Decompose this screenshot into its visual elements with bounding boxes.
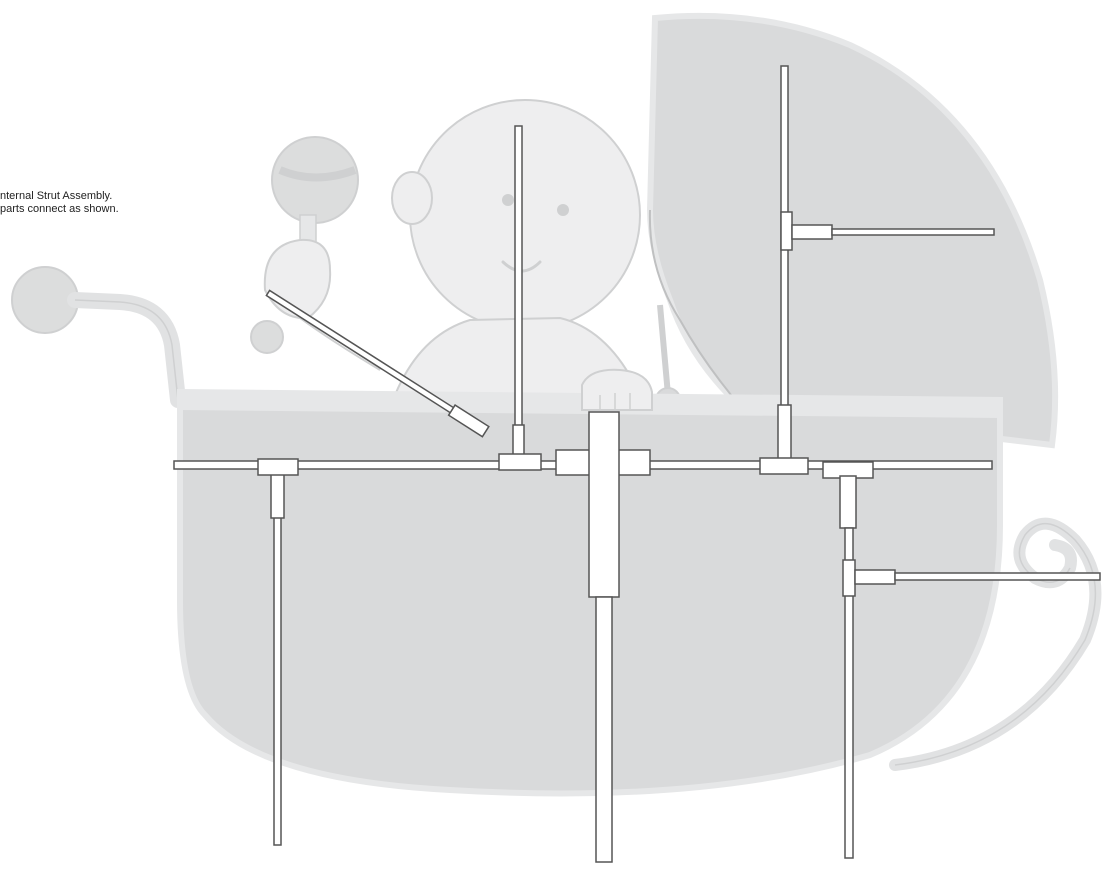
left-leg-coupling bbox=[270, 473, 285, 519]
baby-hand bbox=[263, 238, 332, 320]
caption-line-1: nternal Strut Assembly. bbox=[0, 190, 113, 202]
right-side-tee bbox=[842, 559, 856, 597]
central-column-sleeve bbox=[588, 411, 620, 598]
central-column-pipe bbox=[595, 596, 613, 863]
center-tee-fitting bbox=[498, 453, 542, 471]
baby-ear bbox=[391, 171, 433, 225]
right-side-coupling bbox=[854, 569, 896, 585]
hood-side-tee bbox=[780, 211, 793, 251]
center-upright-coupling bbox=[512, 424, 525, 458]
carriage-handle bbox=[67, 292, 186, 408]
right-side-pipe bbox=[894, 572, 1101, 581]
left-leg-pipe bbox=[273, 487, 282, 846]
diagonal-arm-coupling bbox=[447, 404, 490, 438]
caption-line-2: parts connect as shown. bbox=[0, 203, 119, 215]
carriage-illustration bbox=[11, 12, 1102, 797]
right-leg-pipe bbox=[844, 527, 854, 859]
baby-head bbox=[409, 99, 641, 331]
hood-upright-coupling bbox=[777, 404, 792, 461]
baby-eye-right bbox=[557, 204, 569, 216]
diagonal-arm bbox=[265, 289, 490, 438]
assembly-caption: nternal Strut Assembly. parts connect as… bbox=[0, 190, 230, 216]
hood-side-coupling bbox=[791, 224, 833, 240]
hood-tee-fitting bbox=[759, 457, 809, 475]
center-upright-pipe bbox=[514, 125, 523, 427]
hood-side-pipe bbox=[831, 228, 995, 236]
baby-hand-rim bbox=[581, 368, 653, 411]
left-tee-fitting bbox=[257, 458, 299, 476]
baby-eye-left bbox=[502, 194, 514, 206]
right-leg-coupling bbox=[839, 475, 857, 529]
rattle-end bbox=[250, 320, 284, 354]
strut-assembly bbox=[173, 65, 1101, 863]
